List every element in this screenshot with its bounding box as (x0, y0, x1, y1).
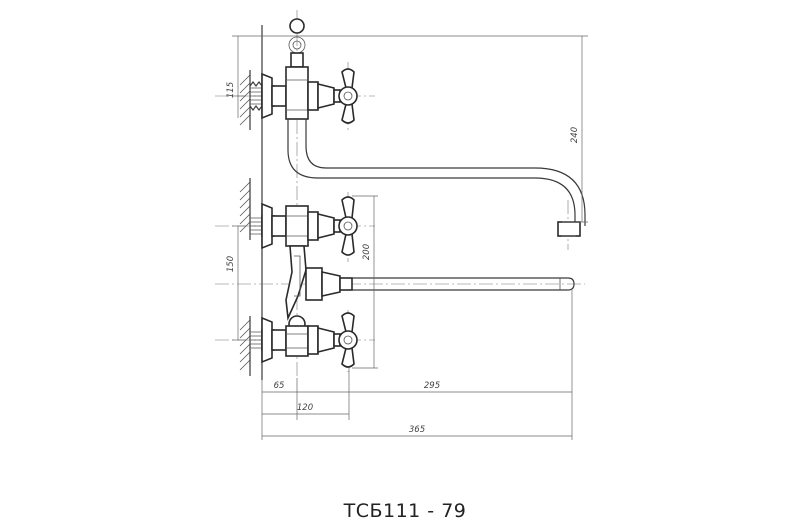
wall-hatching-bottom (239, 316, 251, 376)
dimension-115: 115 (226, 35, 262, 118)
top-valve-body (285, 18, 341, 120)
dimension-200: 200 (352, 195, 378, 369)
top-cross-handle (338, 68, 358, 124)
dim-label-240: 240 (570, 127, 580, 143)
dim-label-150: 150 (226, 256, 236, 272)
model-caption: ТСБ111 - 79 (343, 500, 467, 522)
lower-spout (352, 277, 575, 291)
wall-hatching-middle (239, 178, 251, 240)
bottom-cross-handle (338, 312, 358, 368)
bottom-eccentric-fitting (250, 316, 287, 364)
bottom-valve-body (285, 315, 341, 357)
middle-eccentric-fitting (250, 202, 287, 250)
dimension-120: 120 (262, 368, 350, 420)
dimension-150: 150 (226, 225, 246, 341)
dim-label-365: 365 (409, 425, 425, 435)
upper-spout (287, 119, 586, 237)
dim-label-65: 65 (274, 381, 285, 391)
dimension-240: 240 (262, 35, 588, 223)
dim-label-295: 295 (424, 381, 440, 391)
wall-hatching-top (239, 70, 251, 130)
dim-label-200: 200 (362, 244, 372, 260)
top-eccentric-fitting (249, 72, 287, 120)
dim-label-120: 120 (297, 403, 313, 413)
middle-cross-handle (338, 196, 358, 256)
mixer-body (285, 205, 353, 321)
dimension-65-295: 65 295 (261, 290, 573, 440)
wall (239, 25, 263, 380)
dimension-365: 365 (262, 425, 572, 437)
dim-label-115: 115 (226, 82, 236, 98)
